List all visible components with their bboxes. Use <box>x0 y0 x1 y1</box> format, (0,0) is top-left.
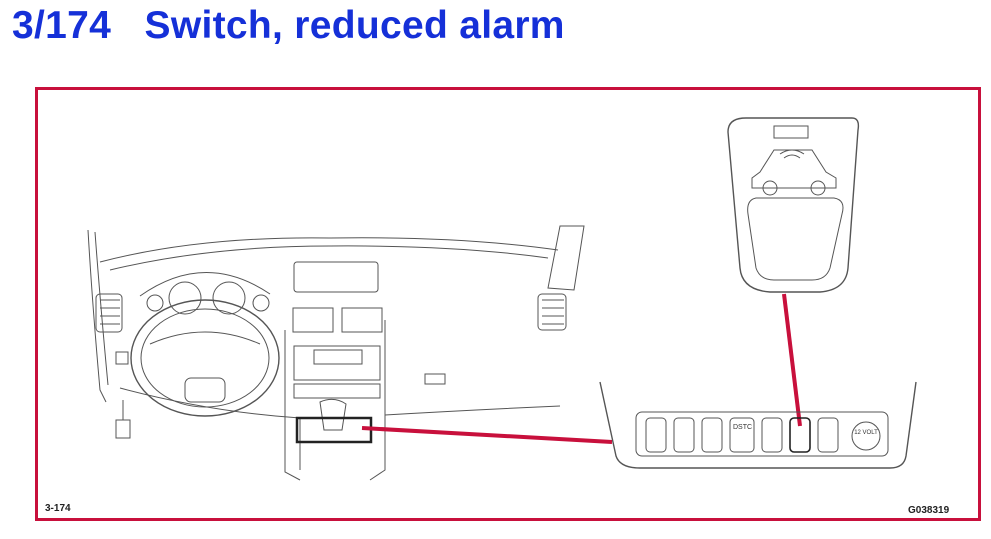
switch-detail <box>727 117 860 293</box>
page-title: 3/174 Switch, reduced alarm <box>12 4 565 47</box>
switch-panel-strip <box>599 381 917 469</box>
switch-label-12-volt: 12 VOLT <box>854 430 878 436</box>
switch-label-dstc: DSTC <box>733 424 753 431</box>
figure-part-code: G038319 <box>908 505 950 516</box>
callout-line-console <box>361 426 613 444</box>
figure-ref-number: 3-174 <box>45 503 71 514</box>
switch-row <box>645 417 881 453</box>
dashboard-drawing <box>87 225 585 481</box>
callout-line-detail <box>782 293 802 427</box>
illustration-frame <box>35 87 981 521</box>
